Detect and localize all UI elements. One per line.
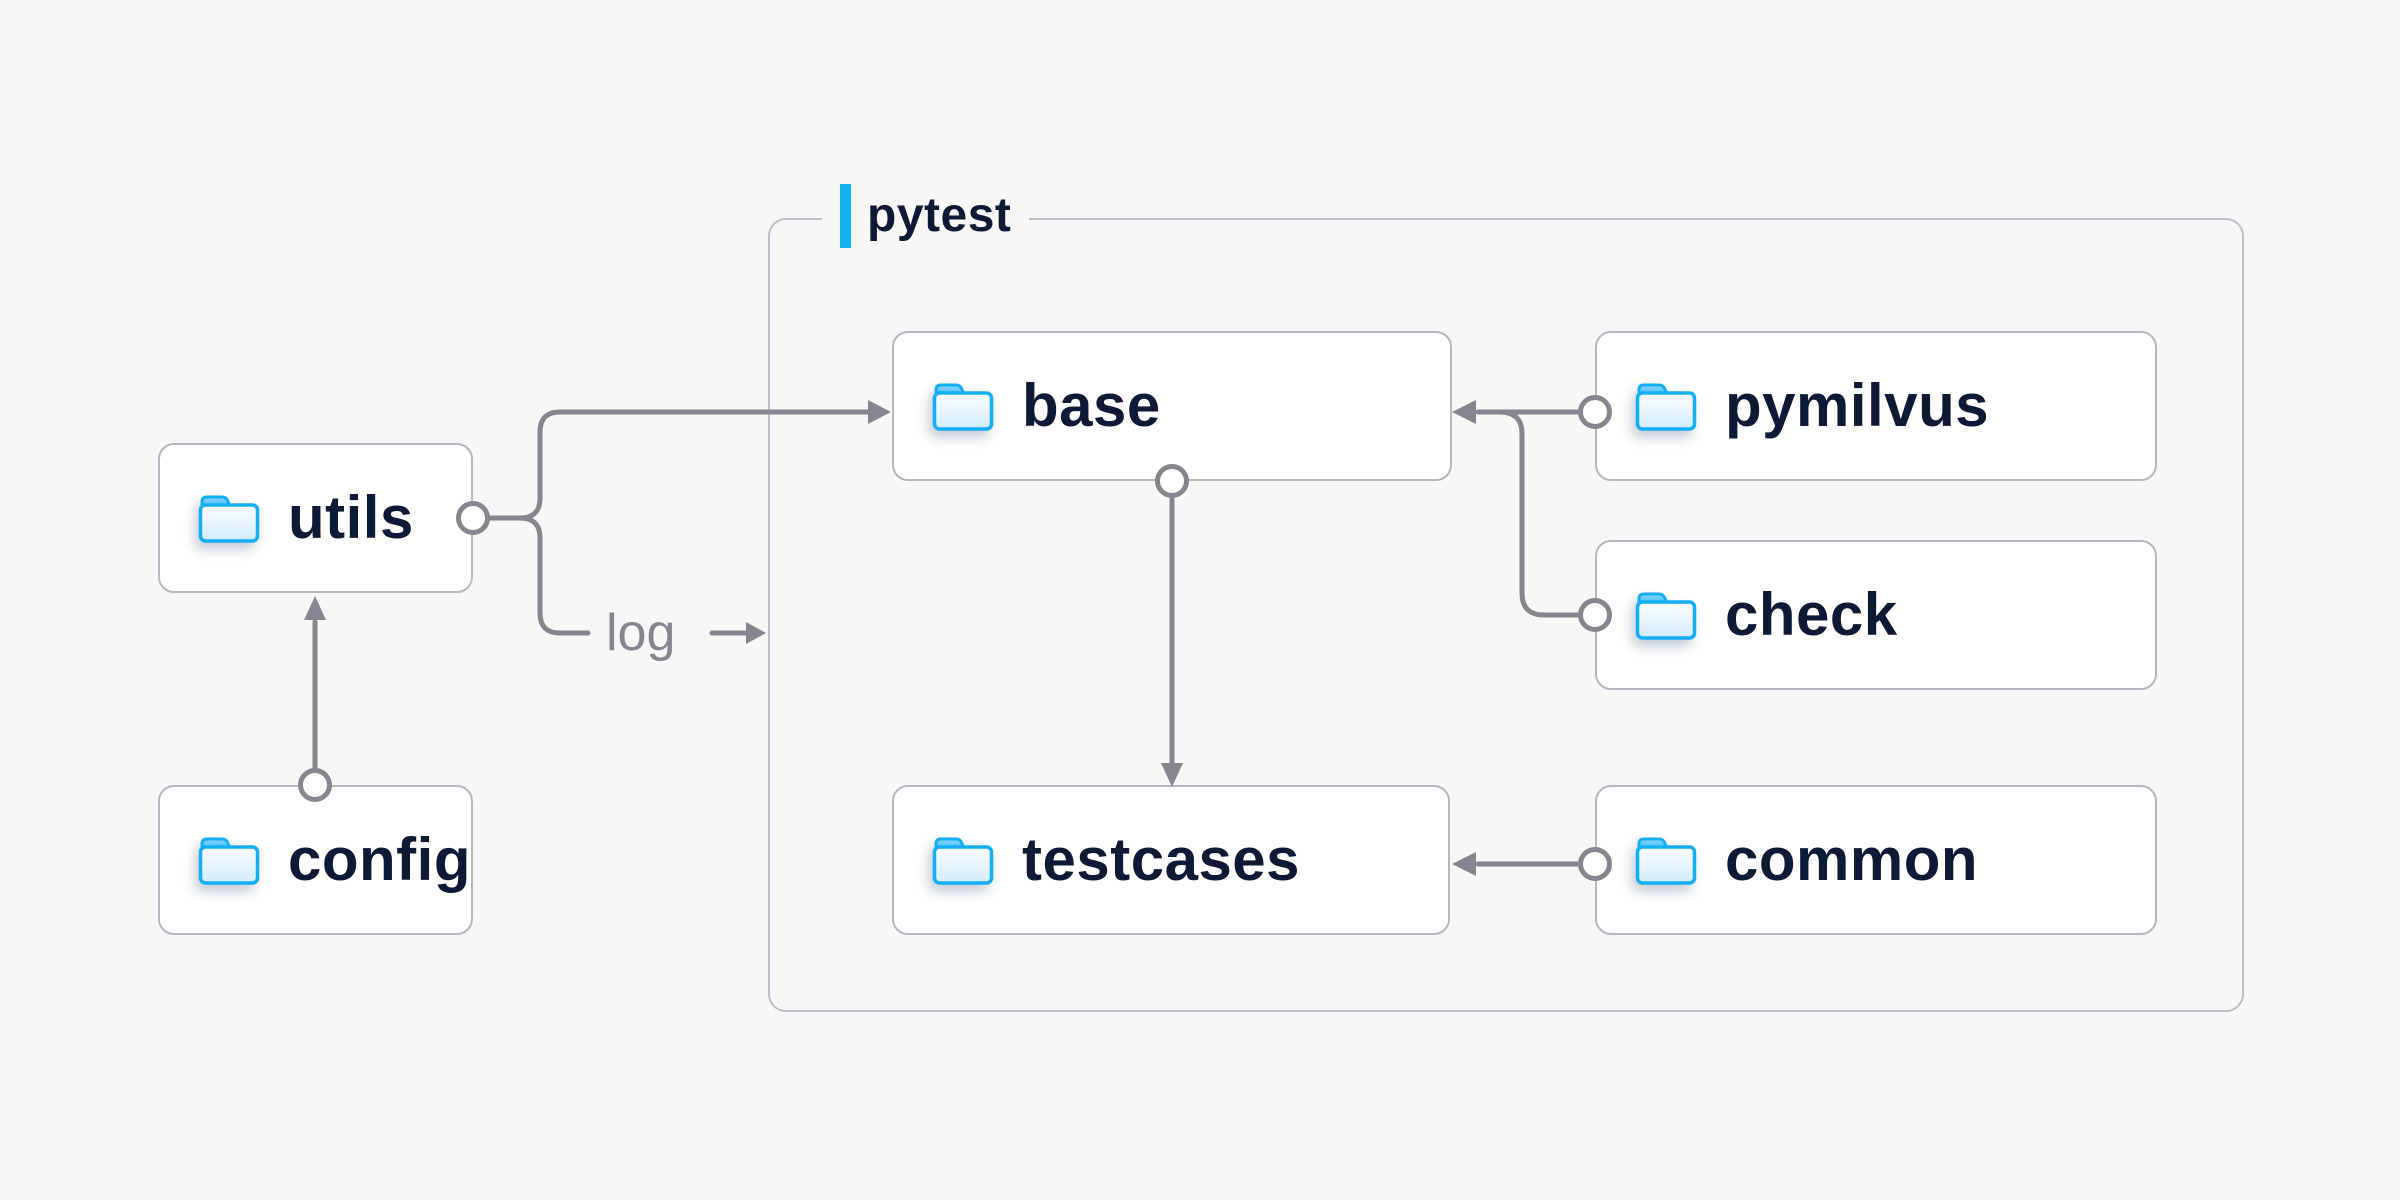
- folder-icon: [930, 833, 996, 887]
- folder-icon: [1633, 588, 1699, 642]
- node-common: common: [1595, 785, 2157, 935]
- arrowhead-log-into-group: [746, 622, 766, 644]
- edge-label-log: log: [606, 604, 676, 662]
- edge-utils-to-log: [486, 515, 591, 636]
- pytest-group-label: pytest: [822, 183, 1030, 249]
- group-title: pytest: [867, 189, 1012, 242]
- folder-icon: [196, 833, 262, 887]
- node-label: common: [1725, 826, 1979, 893]
- folder-icon: [930, 379, 996, 433]
- node-label: utils: [288, 484, 414, 551]
- arrowhead-into-utils-bottom: [304, 596, 326, 620]
- accent-bar: [840, 184, 851, 248]
- node-utils: utils: [158, 443, 473, 593]
- node-label: pymilvus: [1725, 372, 1990, 439]
- folder-icon: [1633, 379, 1699, 433]
- node-config: config: [158, 785, 473, 935]
- node-pymilvus: pymilvus: [1595, 331, 2157, 481]
- pytest-group-outline: [768, 218, 2244, 1012]
- node-check: check: [1595, 540, 2157, 690]
- node-base: base: [892, 331, 1452, 481]
- folder-icon: [196, 491, 262, 545]
- folder-icon: [1633, 833, 1699, 887]
- node-label: testcases: [1022, 826, 1301, 893]
- node-label: base: [1022, 372, 1161, 439]
- node-label: config: [288, 826, 471, 893]
- node-testcases: testcases: [892, 785, 1450, 935]
- node-label: check: [1725, 581, 1898, 648]
